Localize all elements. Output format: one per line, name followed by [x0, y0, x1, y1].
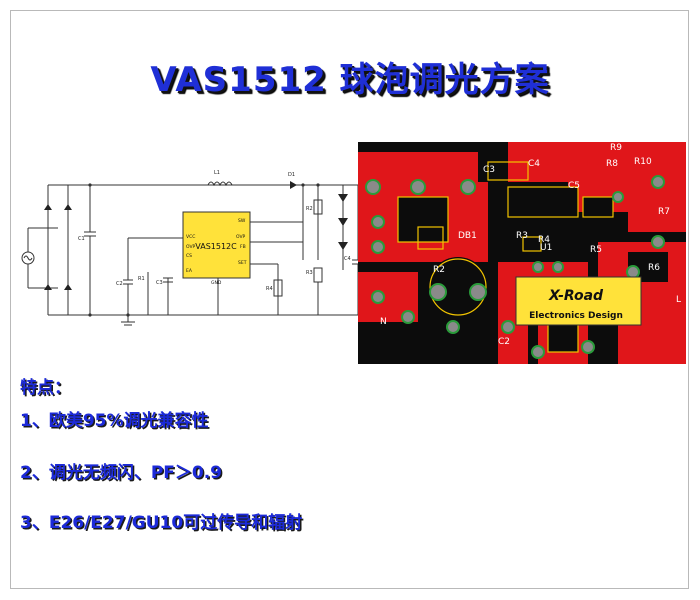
svg-text:SW: SW [238, 218, 246, 224]
svg-text:R6: R6 [648, 263, 660, 273]
feature-item-2: 2、调光无频闪、PF＞0.9 [20, 463, 223, 483]
svg-text:C3: C3 [483, 165, 495, 175]
svg-text:FB: FB [240, 244, 246, 250]
svg-text:N: N [380, 317, 387, 327]
svg-text:C4: C4 [528, 159, 540, 169]
svg-text:C1: C1 [78, 236, 85, 242]
svg-text:C3: C3 [156, 280, 163, 286]
svg-text:SET: SET [238, 260, 247, 266]
svg-text:D1: D1 [288, 172, 295, 178]
page-frame [10, 10, 689, 589]
svg-text:U1: U1 [540, 243, 552, 253]
svg-text:R1: R1 [138, 276, 145, 282]
svg-text:R10: R10 [634, 157, 652, 167]
svg-text:R9: R9 [610, 143, 622, 153]
feature-item-3: 3、E26/E27/GU10可过传导和辐射 [20, 513, 303, 533]
svg-text:CS: CS [186, 253, 192, 259]
svg-text:R4: R4 [266, 286, 273, 292]
page-title: VAS1512 球泡调光方案 [150, 60, 550, 100]
svg-text:R5: R5 [590, 245, 602, 255]
svg-text:VCC: VCC [186, 234, 195, 240]
svg-text:L1: L1 [214, 170, 220, 176]
svg-text:R4: R4 [538, 235, 550, 245]
pcb-logo-sub: Electronics Design [529, 311, 623, 321]
svg-text:R2: R2 [306, 206, 313, 212]
chip-label: VAS1512C [195, 242, 237, 251]
svg-text:EA: EA [186, 268, 193, 274]
pcb-logo: X-Road [548, 288, 604, 304]
svg-text:R7: R7 [658, 207, 670, 217]
svg-text:DB1: DB1 [458, 231, 477, 241]
circuit-schematic: VAS1512C VCC OVP CS EA SW OVP FB SET GND L1 D1C… [21, 170, 363, 326]
svg-text:R3: R3 [516, 231, 528, 241]
feature-item-1: 1、欧美95%调光兼容性 [20, 411, 209, 431]
svg-text:OVP: OVP [186, 244, 196, 250]
svg-text:L: L [676, 295, 681, 305]
svg-text:OVP: OVP [236, 234, 246, 240]
svg-text:R8: R8 [606, 159, 618, 169]
svg-text:R3: R3 [306, 270, 313, 276]
svg-text:R2: R2 [433, 265, 445, 275]
svg-text:C4: C4 [344, 256, 351, 262]
svg-text:GND: GND [211, 280, 222, 286]
features-heading: 特点： [20, 378, 71, 398]
svg-text:C2: C2 [116, 281, 123, 287]
svg-text:C5: C5 [568, 181, 580, 191]
svg-text:C2: C2 [498, 337, 510, 347]
